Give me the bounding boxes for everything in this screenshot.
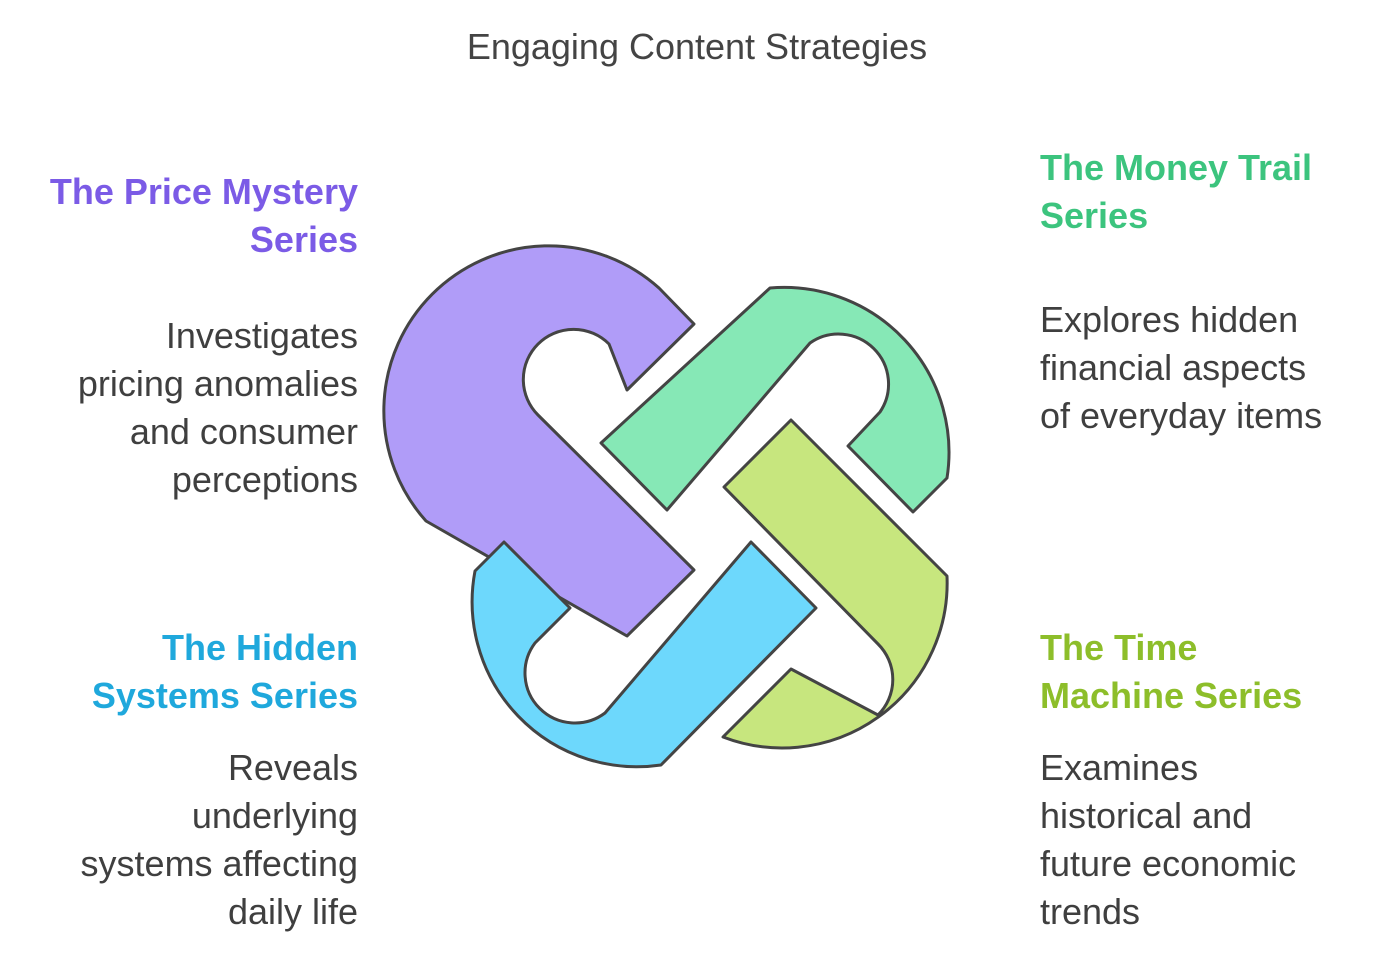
heading-line: Systems Series [91, 675, 358, 716]
heading-line: Series [1040, 195, 1149, 236]
hidden-systems-description: Reveals underlying systems affecting dai… [20, 744, 358, 936]
price-mystery-heading: The Price Mystery Series [20, 168, 358, 264]
heading-line: The Time [1040, 627, 1198, 668]
description-line: future economic [1040, 843, 1297, 884]
money-trail-heading: The Money Trail Series [1040, 144, 1380, 240]
time-machine-block: The Time Machine Series Examines histori… [1040, 624, 1380, 936]
description-line: Explores hidden [1040, 299, 1299, 340]
description-line: Examines [1040, 747, 1199, 788]
time-machine-link [721, 418, 949, 750]
description-line: and consumer [129, 411, 358, 452]
description-line: financial aspects [1040, 347, 1307, 388]
heading-line: Machine Series [1040, 675, 1303, 716]
hidden-systems-heading: The Hidden Systems Series [20, 624, 358, 720]
description-line: of everyday items [1040, 395, 1323, 436]
heading-line: Series [249, 219, 358, 260]
description-line: systems affecting [80, 843, 358, 884]
description-line: Reveals [227, 747, 358, 788]
price-mystery-link [382, 244, 696, 638]
money-trail-link [599, 285, 951, 514]
price-mystery-description: Investigates pricing anomalies and consu… [20, 312, 358, 504]
hidden-systems-link [470, 540, 818, 769]
description-line: perceptions [171, 459, 358, 500]
time-machine-heading: The Time Machine Series [1040, 624, 1380, 720]
description-line: trends [1040, 891, 1141, 932]
heading-line: The Hidden [162, 627, 358, 668]
description-line: historical and [1040, 795, 1253, 836]
diagram-title: Engaging Content Strategies [466, 26, 928, 67]
time-machine-description: Examines historical and future economic … [1040, 744, 1380, 936]
price-mystery-block: The Price Mystery Series Investigates pr… [20, 168, 358, 504]
money-trail-block: The Money Trail Series Explores hidden f… [1040, 144, 1380, 440]
description-line: pricing anomalies [77, 363, 358, 404]
description-line: Investigates [165, 315, 358, 356]
hidden-systems-block: The Hidden Systems Series Reveals underl… [20, 624, 358, 936]
heading-line: The Price Mystery [49, 171, 358, 212]
heading-line: The Money Trail [1040, 147, 1313, 188]
description-line: daily life [227, 891, 358, 932]
description-line: underlying [191, 795, 358, 836]
money-trail-description: Explores hidden financial aspects of eve… [1040, 296, 1380, 440]
